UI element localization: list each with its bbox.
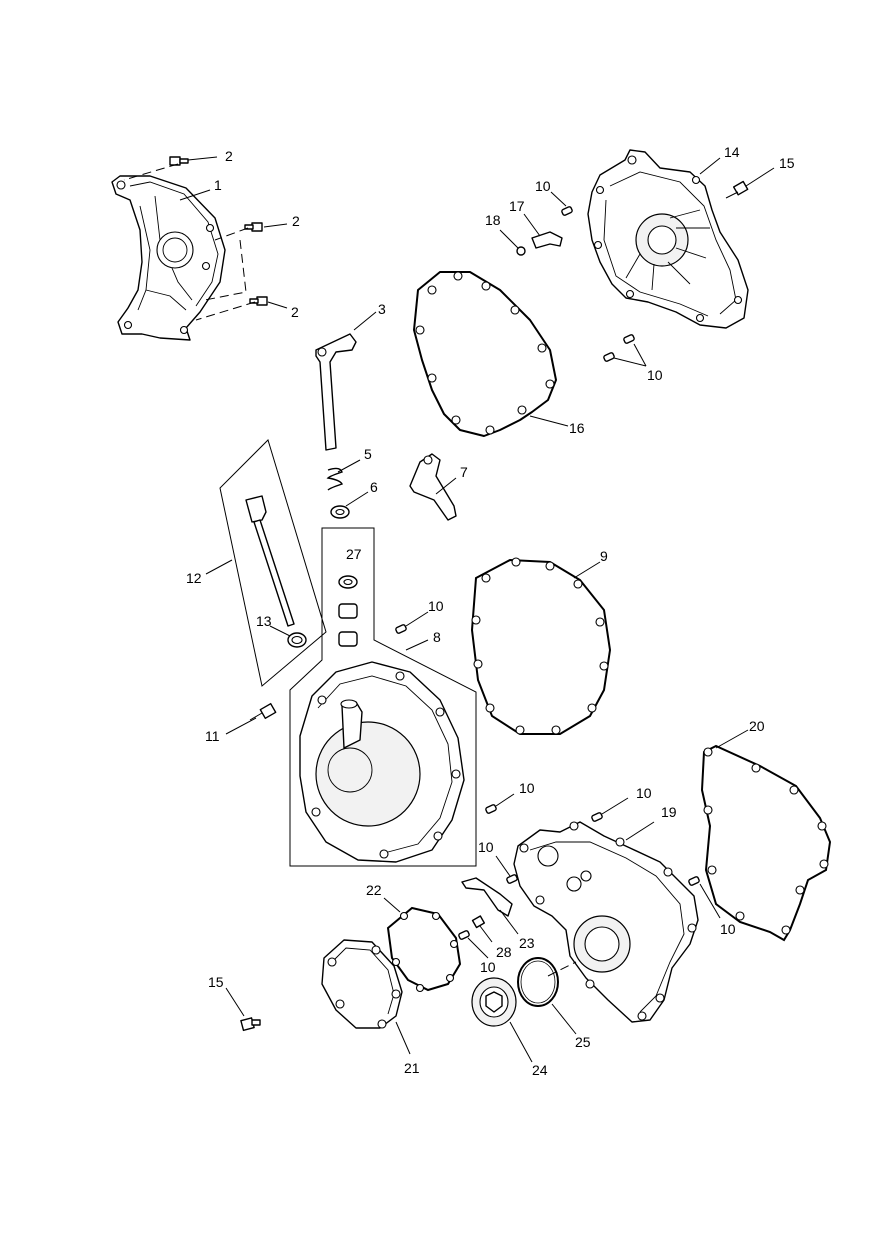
callout-14: 14	[724, 144, 740, 160]
callout-10: 10	[480, 959, 496, 975]
callout-27: 27	[346, 546, 362, 562]
callout-10: 10	[519, 780, 535, 796]
callout-16: 16	[569, 420, 585, 436]
part-15-bolt-lower	[240, 1017, 261, 1032]
part-1-bracket	[111, 175, 226, 341]
callout-15: 15	[779, 155, 795, 171]
callout-22: 22	[366, 882, 382, 898]
part-6-washer	[330, 505, 350, 519]
assembly-line	[123, 163, 179, 181]
part-19-generator-cover	[513, 821, 699, 1023]
callout-9: 9	[600, 548, 608, 564]
callout-6: 6	[370, 479, 378, 495]
part-23-bracket	[461, 877, 513, 917]
part-13-o-ring	[287, 632, 307, 648]
leader-lines	[179, 156, 775, 1063]
part-9-gasket	[470, 557, 612, 735]
callout-25: 25	[575, 1034, 591, 1050]
callout-10: 10	[720, 921, 736, 937]
part-14-cover	[587, 149, 749, 329]
callout-23: 23	[519, 935, 535, 951]
part-11-bolt	[249, 702, 277, 721]
part-22-gasket	[386, 906, 462, 993]
part-5-spring	[326, 467, 343, 491]
assembly-line	[204, 239, 247, 301]
part-7-stopper	[409, 453, 457, 521]
part-27-bushings	[338, 575, 358, 647]
group-outline-8	[289, 527, 477, 867]
callout-5: 5	[364, 446, 372, 462]
part-24-seal	[471, 977, 517, 1027]
callout-21: 21	[404, 1060, 420, 1076]
callout-7: 7	[460, 464, 468, 480]
callout-24: 24	[532, 1062, 548, 1078]
part-25-o-ring	[517, 957, 559, 1007]
part-12-dipstick	[245, 495, 295, 627]
callout-18: 18	[485, 212, 501, 228]
part-17-clip	[531, 231, 563, 249]
callout-13: 13	[256, 613, 272, 629]
callout-3: 3	[378, 301, 386, 317]
part-20-gasket	[700, 744, 832, 942]
callout-8: 8	[433, 629, 441, 645]
callout-2: 2	[292, 213, 300, 229]
part-2-bolts	[169, 156, 268, 306]
callout-12: 12	[186, 570, 202, 586]
assembly-line	[547, 961, 577, 977]
part-28-bolt	[471, 915, 486, 929]
callout-1: 1	[214, 177, 222, 193]
assembly-line	[195, 301, 256, 321]
group-outline-12	[219, 439, 327, 687]
assembly-line	[214, 227, 249, 241]
dowel-10-mid	[395, 624, 497, 814]
callout-20: 20	[749, 718, 765, 734]
part-18-bolt	[516, 246, 526, 256]
callout-10: 10	[647, 367, 663, 383]
dowels-10	[561, 206, 635, 362]
callout-28: 28	[496, 944, 512, 960]
callout-10: 10	[535, 178, 551, 194]
part-3-shift-shaft	[315, 333, 357, 451]
callout-17: 17	[509, 198, 525, 214]
callout-labels: 1 2 2 2 3 5 6 7 8 9 10 10 10 10 10 10 10…	[186, 144, 795, 1078]
callout-10: 10	[636, 785, 652, 801]
callout-10: 10	[478, 839, 494, 855]
part-15-bolt-top	[725, 180, 749, 199]
callout-2: 2	[225, 148, 233, 164]
part-8-clutch-cover	[299, 661, 465, 863]
callout-10: 10	[428, 598, 444, 614]
dowels-10-lower	[458, 812, 700, 940]
callout-15: 15	[208, 974, 224, 990]
callout-2: 2	[291, 304, 299, 320]
part-21-cover	[321, 939, 403, 1029]
callout-19: 19	[661, 804, 677, 820]
callout-11: 11	[205, 728, 220, 744]
part-16-gasket	[413, 271, 557, 437]
